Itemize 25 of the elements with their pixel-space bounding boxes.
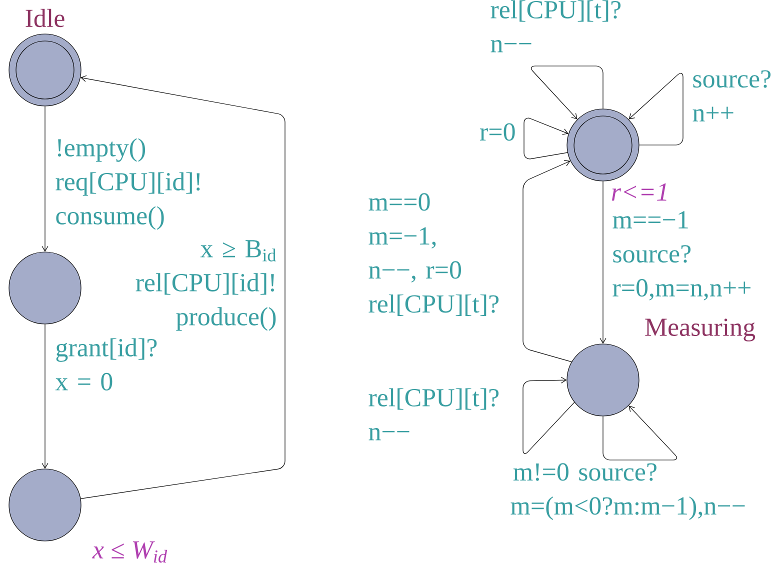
transition-arrow [42,324,48,469]
edge-label: m!=0 source? m=(m<0?m:m−1),n−− [510,463,745,520]
transition-arrow [600,181,606,344]
edge-label: rel[CPU][t]? n−− [490,0,621,52]
transition-arrow [628,72,684,146]
invariant-label: x ≤ W$_{id}$ [92,541,168,563]
edge-label: source? n++ [692,70,771,122]
edge-label: x ≥ B$_{id}$ rel[CPU][id]! produce() [136,240,276,331]
edge-label: rel[CPU][t]? n−− [368,388,499,440]
state-name: Measuring [645,318,756,342]
transition-arrow [80,75,286,499]
transition-arrow [531,66,604,120]
transition-arrow [42,106,48,252]
edge-label: m==0 m=−1, n−−, r=0 rel[CPU][t]? [368,193,499,316]
state-name: Idle [26,8,64,28]
invariant-label: r<=1 [612,183,666,201]
edge-label: m==−1 source? r=0,m=n,n++ [612,211,750,300]
transition-arrow [602,406,677,460]
transition-arrow [524,118,568,160]
edge-label: r=0 [480,123,515,141]
transition-arrow [522,160,572,362]
transition-arrow [522,376,575,454]
edge-label: grant[id]? x = 0 [55,338,157,390]
state-circle [8,252,82,324]
edge-label: !empty() req[CPU][id]! consume() [56,138,200,230]
